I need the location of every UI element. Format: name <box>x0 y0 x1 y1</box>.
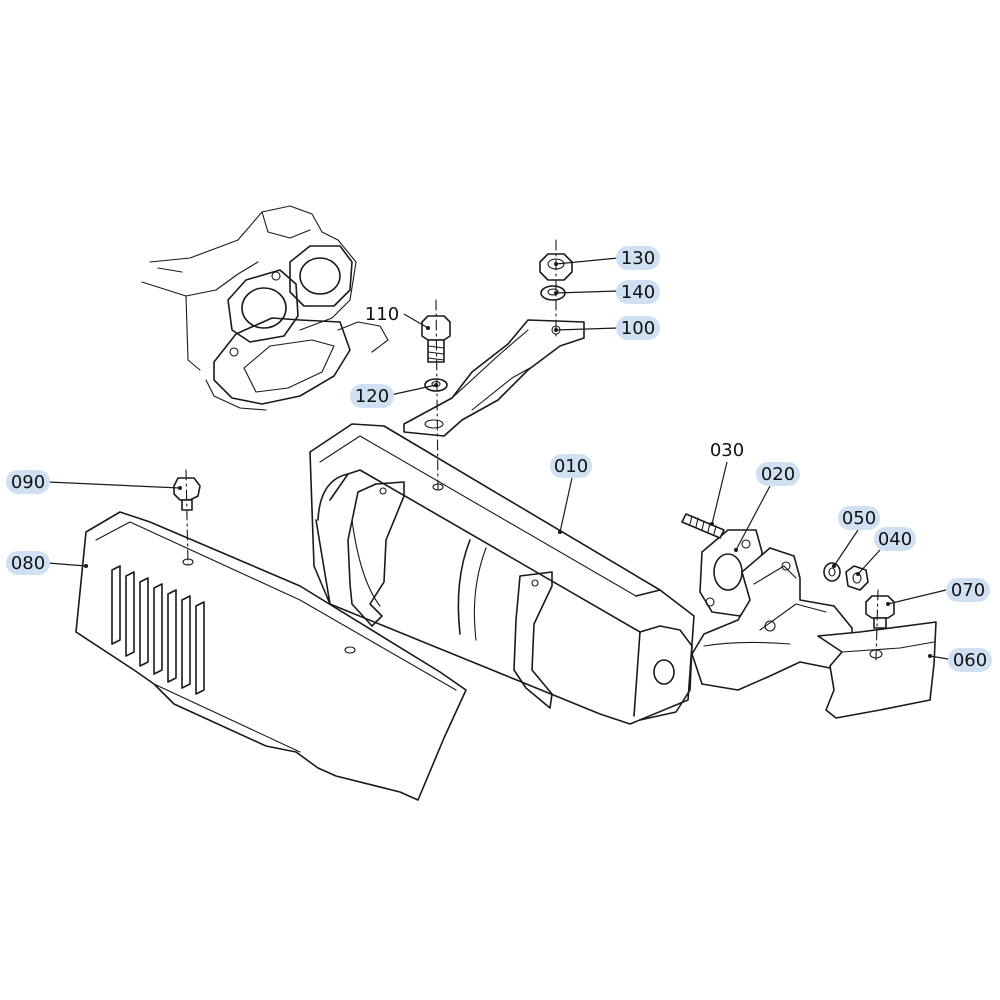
callout-090-label: 090 <box>11 472 45 493</box>
callout-140-label: 140 <box>621 282 655 303</box>
callout-070[interactable]: 070 <box>946 578 990 602</box>
part-070-bolt <box>865 595 895 629</box>
callout-040-label: 040 <box>878 529 912 550</box>
callout-020[interactable]: 020 <box>756 462 800 486</box>
part-100-bracket <box>403 319 585 437</box>
callout-130[interactable]: 130 <box>616 246 660 270</box>
callout-060-label: 060 <box>953 650 987 671</box>
part-040-nut <box>845 565 869 591</box>
callout-120-label: 120 <box>355 386 389 407</box>
callout-090[interactable]: 090 <box>6 470 50 494</box>
callout-050[interactable]: 050 <box>838 506 880 530</box>
callout-030-label: 030 <box>710 440 744 461</box>
part-140-washer <box>540 285 566 301</box>
part-020-exhaust-pipe <box>691 529 853 691</box>
callout-110: 110 <box>365 304 399 325</box>
part-010-muffler <box>309 423 695 725</box>
part-030-stud <box>681 513 725 539</box>
part-060-guard <box>817 621 937 719</box>
callout-130-label: 130 <box>621 248 655 269</box>
part-080-cover <box>75 511 467 801</box>
callout-050-label: 050 <box>842 508 876 529</box>
callout-140[interactable]: 140 <box>616 280 660 304</box>
callout-010-label: 010 <box>554 456 588 477</box>
callout-100[interactable]: 100 <box>616 316 660 340</box>
part-090-bolt <box>173 477 201 511</box>
leader-lines <box>47 257 949 660</box>
callout-060[interactable]: 060 <box>948 648 992 672</box>
callout-080-label: 080 <box>11 553 45 574</box>
callout-120[interactable]: 120 <box>350 384 394 408</box>
part-050-washer <box>823 562 841 582</box>
callout-020-label: 020 <box>761 464 795 485</box>
callout-100-label: 100 <box>621 318 655 339</box>
callout-030: 030 <box>710 440 744 461</box>
callout-010[interactable]: 010 <box>550 454 592 478</box>
callout-080[interactable]: 080 <box>6 551 50 575</box>
callout-040[interactable]: 040 <box>874 527 916 551</box>
callout-070-label: 070 <box>951 580 985 601</box>
callout-110-label: 110 <box>365 304 399 325</box>
assembly-axis-lines <box>185 239 879 661</box>
engine-manifold-drawing <box>141 205 389 411</box>
